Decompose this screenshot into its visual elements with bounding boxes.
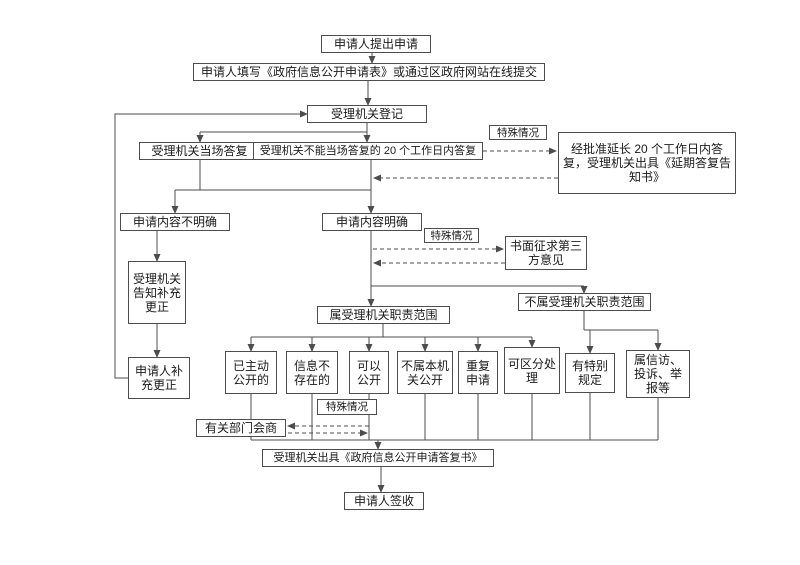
node-onsite-reply: 受理机关当场答复 [139, 142, 260, 160]
node-issue-reply: 受理机关出具《政府信息公开申请答复书》 [262, 449, 494, 467]
node-third-party: 书面征求第三方意见 [505, 236, 587, 270]
node-applicant-correct: 申请人补充更正 [128, 357, 190, 399]
node-sign: 申请人签收 [344, 492, 424, 510]
node-content-clear: 申请内容明确 [322, 213, 422, 231]
node-can-public: 可以公开 [349, 351, 389, 394]
node-notify-correct: 受理机关告知补充更正 [128, 261, 186, 324]
arrow-loop-back-to-register [114, 110, 308, 379]
node-info-not-exist: 信息不存在的 [286, 351, 338, 394]
node-repeat-apply: 重复申请 [458, 351, 498, 394]
node-extend-reply: 经批准延长 20 个工作日内答复，受理机关出具《延期答复告知书》 [558, 132, 736, 194]
node-special-rule: 有特别规定 [565, 353, 615, 393]
node-consult: 有关部门会商 [196, 419, 286, 437]
label-special-case-1: 特殊情况 [489, 125, 547, 140]
solid-connectors [114, 53, 662, 493]
node-petition: 属信访、投诉、举报等 [626, 350, 690, 398]
node-reply-20days: 受理机关不能当场答复的 20 个工作日内答复 [253, 142, 483, 160]
node-out-scope: 不属受理机关职责范围 [518, 293, 651, 311]
node-already-public: 已主动公开的 [225, 351, 277, 394]
node-applicant-submit: 申请人提出申请 [321, 35, 431, 53]
node-separable: 可区分处理 [504, 347, 560, 394]
node-fill-form: 申请人填写《政府信息公开申请表》或通过区政府网站在线提交 [193, 63, 545, 81]
node-register: 受理机关登记 [307, 105, 427, 123]
dashed-connectors [287, 147, 558, 437]
node-not-this-org: 不属本机关公开 [397, 351, 453, 394]
label-special-case-2: 特殊情况 [424, 228, 479, 243]
label-special-case-3: 特殊情况 [317, 399, 377, 415]
node-in-scope: 属受理机关职责范围 [317, 306, 450, 324]
node-content-unclear: 申请内容不明确 [120, 213, 230, 231]
